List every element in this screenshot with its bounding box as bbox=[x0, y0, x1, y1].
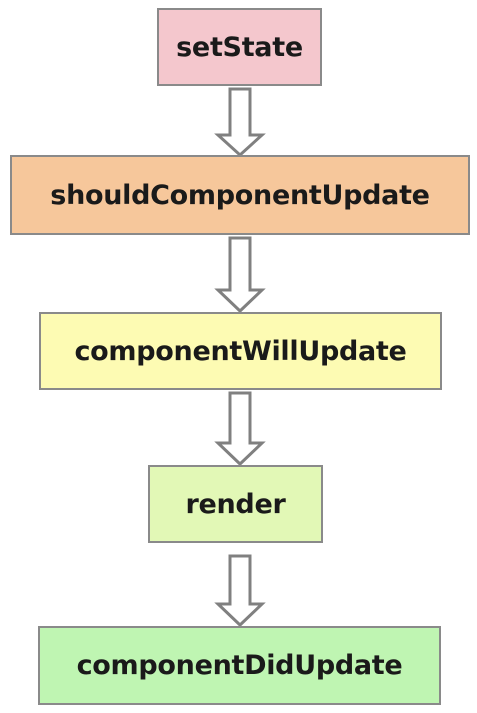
node-componentwillupdate: componentWillUpdate bbox=[39, 312, 442, 390]
arrow-down-icon bbox=[214, 87, 266, 158]
node-render-label: render bbox=[185, 488, 286, 520]
arrow-down-icon bbox=[214, 391, 266, 467]
node-setstate: setState bbox=[157, 8, 322, 86]
node-setstate-label: setState bbox=[176, 31, 303, 63]
node-render: render bbox=[148, 465, 323, 543]
node-componentwillupdate-label: componentWillUpdate bbox=[74, 335, 407, 367]
node-shouldcomponentupdate-label: shouldComponentUpdate bbox=[50, 179, 430, 211]
arrow-down-icon bbox=[214, 236, 266, 314]
node-componentdidupdate: componentDidUpdate bbox=[38, 626, 441, 705]
node-componentdidupdate-label: componentDidUpdate bbox=[76, 650, 403, 681]
arrow-down-icon bbox=[214, 554, 266, 628]
node-shouldcomponentupdate: shouldComponentUpdate bbox=[10, 155, 470, 235]
